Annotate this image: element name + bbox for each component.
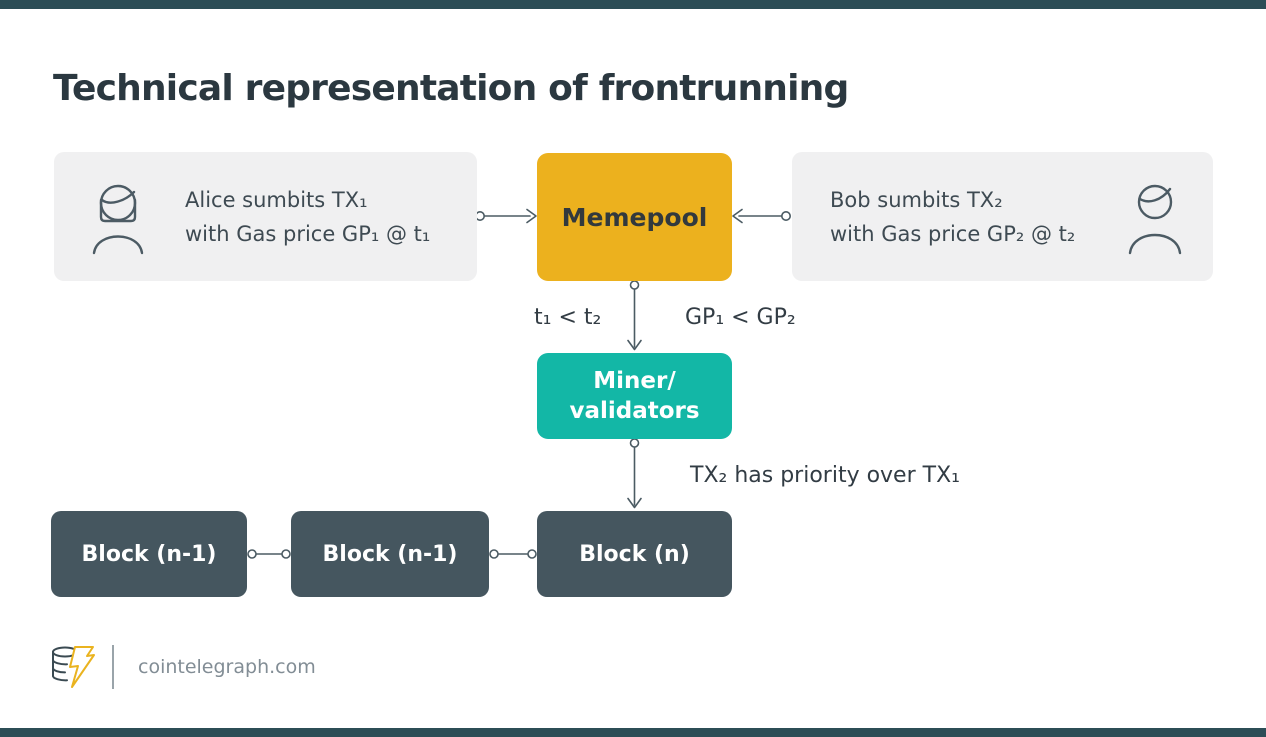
footer-site-text: cointelegraph.com: [138, 656, 316, 678]
page-title: Technical representation of frontrunning: [53, 68, 849, 110]
block-n-minus-1-a: Block (n-1): [51, 511, 247, 597]
block-n-minus-1-b: Block (n-1): [291, 511, 489, 597]
footer: cointelegraph.com: [48, 643, 316, 691]
person-female-icon: [92, 184, 144, 254]
bob-card: Bob sumbits TX₂ with Gas price GP₂ @ t₂: [792, 152, 1213, 281]
bob-text: Bob sumbits TX₂ with Gas price GP₂ @ t₂: [830, 183, 1125, 251]
arrow-mempool-to-miner: [627, 280, 642, 351]
arrow-miner-to-block: [627, 438, 642, 509]
miner-line1: Miner/: [593, 368, 676, 394]
gas-condition-label: GP₁ < GP₂: [685, 305, 796, 330]
bottom-accent-bar: [0, 728, 1266, 737]
block-label: Block (n-1): [81, 541, 217, 567]
miner-validators-node: Miner/ validators: [537, 353, 732, 439]
priority-label: TX₂ has priority over TX₁: [690, 463, 960, 488]
link-block1-block2: [247, 549, 291, 559]
link-block2-block3: [489, 549, 537, 559]
top-accent-bar: [0, 0, 1266, 9]
cointelegraph-logo: [52, 646, 95, 688]
arrow-bob-to-mempool: [732, 208, 791, 224]
block-label: Block (n-1): [322, 541, 458, 567]
block-n: Block (n): [537, 511, 732, 597]
alice-card: Alice sumbits TX₁ with Gas price GP₁ @ t…: [54, 152, 477, 281]
person-male-icon: [1128, 184, 1182, 254]
time-condition-label: t₁ < t₂: [534, 305, 602, 330]
block-label: Block (n): [579, 541, 690, 567]
bob-line1: Bob sumbits TX₂: [830, 187, 1003, 212]
miner-line2: validators: [569, 398, 700, 424]
mempool-node: Memepool: [537, 153, 732, 281]
bob-line2: with Gas price GP₂ @ t₂: [830, 221, 1076, 246]
arrow-alice-to-mempool: [474, 208, 537, 224]
footer-divider: [112, 645, 114, 689]
alice-line1: Alice sumbits TX₁: [185, 187, 368, 212]
mempool-label: Memepool: [561, 202, 708, 232]
alice-line2: with Gas price GP₁ @ t₁: [185, 221, 431, 246]
alice-text: Alice sumbits TX₁ with Gas price GP₁ @ t…: [185, 183, 430, 251]
